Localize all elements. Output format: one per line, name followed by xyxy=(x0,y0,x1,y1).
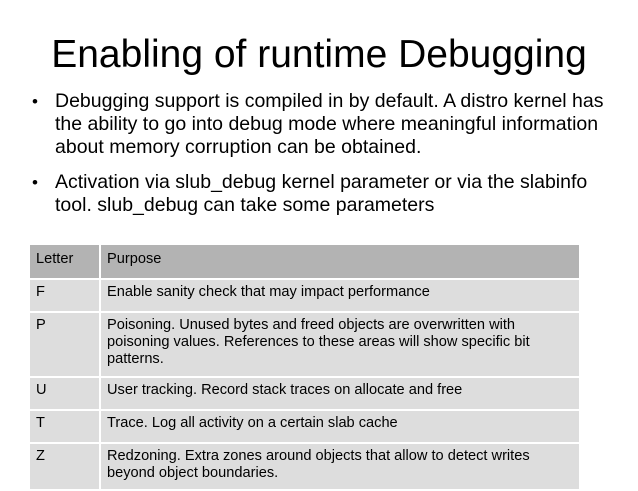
bullet-list: • Debugging support is compiled in by de… xyxy=(30,90,610,229)
bullet-dot-icon: • xyxy=(32,173,38,192)
bullet-item: • Activation via slub_debug kernel param… xyxy=(30,171,610,217)
bullet-dot-icon: • xyxy=(32,92,38,111)
row-purpose: Enable sanity check that may impact perf… xyxy=(100,278,579,313)
table-header-row: Letter Purpose xyxy=(30,243,579,280)
row-purpose: Trace. Log all activity on a certain sla… xyxy=(100,409,579,444)
slide-title: Enabling of runtime Debugging xyxy=(51,33,587,76)
table-row: T Trace. Log all activity on a certain s… xyxy=(30,409,579,444)
bullet-text: Debugging support is compiled in by defa… xyxy=(55,90,604,158)
table-row: F Enable sanity check that may impact pe… xyxy=(30,278,579,313)
row-letter: P xyxy=(30,311,101,378)
row-letter: F xyxy=(30,278,101,313)
row-letter: T xyxy=(30,409,101,444)
table-row: U User tracking. Record stack traces on … xyxy=(30,376,579,411)
row-purpose: User tracking. Record stack traces on al… xyxy=(100,376,579,411)
header-purpose: Purpose xyxy=(100,243,579,280)
row-purpose: Redzoning. Extra zones around objects th… xyxy=(100,442,579,491)
row-purpose: Poisoning. Unused bytes and freed object… xyxy=(100,311,579,378)
bullet-text: Activation via slub_debug kernel paramet… xyxy=(55,171,588,216)
table-row: P Poisoning. Unused bytes and freed obje… xyxy=(30,311,579,378)
table-row: Z Redzoning. Extra zones around objects … xyxy=(30,442,579,491)
row-letter: U xyxy=(30,376,101,411)
slub-debug-parameter-table: Letter Purpose F Enable sanity check tha… xyxy=(30,243,579,491)
row-letter: Z xyxy=(30,442,101,491)
bullet-item: • Debugging support is compiled in by de… xyxy=(30,90,610,159)
header-letter: Letter xyxy=(30,243,101,280)
